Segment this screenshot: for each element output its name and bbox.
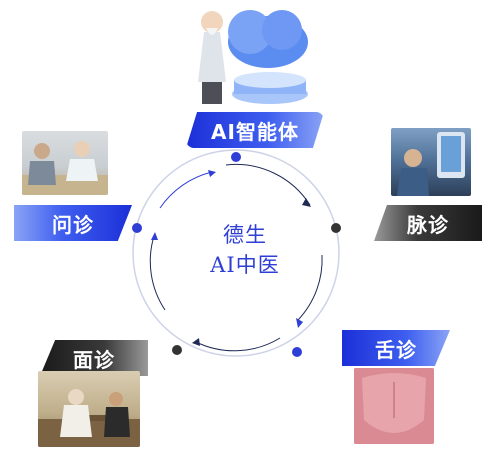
pulse-label: 脉诊 <box>374 205 482 241</box>
center-title-line1: 德生 <box>223 223 267 247</box>
arc-left <box>149 235 166 311</box>
center-title-line2: AI中医 <box>210 253 280 277</box>
face-diagnosis-label: 面诊 <box>40 340 148 376</box>
arrow-icon <box>208 170 216 177</box>
arc-top-right <box>225 163 311 206</box>
arrow-icon <box>151 232 158 240</box>
ai-agent-illustration <box>190 2 316 110</box>
pulse-photo <box>391 128 471 196</box>
center-title: 德生 AI中医 <box>180 220 310 280</box>
arc-top-left <box>159 171 213 209</box>
node-dot-right <box>331 223 341 233</box>
node-dot-top <box>231 152 241 162</box>
arc-bottom <box>195 337 281 352</box>
inquiry-label: 问诊 <box>14 205 132 241</box>
node-dot-bottom-right <box>292 347 302 357</box>
tongue-diagnosis-label: 舌诊 <box>342 330 450 366</box>
node-dot-bottom-left <box>172 345 182 355</box>
face-diagnosis-painting <box>38 371 140 447</box>
arrow-icon <box>302 198 311 207</box>
arrow-icon <box>192 338 200 346</box>
arrow-icon <box>296 318 303 328</box>
node-dot-left <box>132 223 142 233</box>
ai-agent-label: AI智能体 <box>186 112 324 148</box>
arc-right <box>297 254 323 321</box>
inquiry-photo <box>22 131 108 195</box>
tongue-photo <box>354 368 434 444</box>
